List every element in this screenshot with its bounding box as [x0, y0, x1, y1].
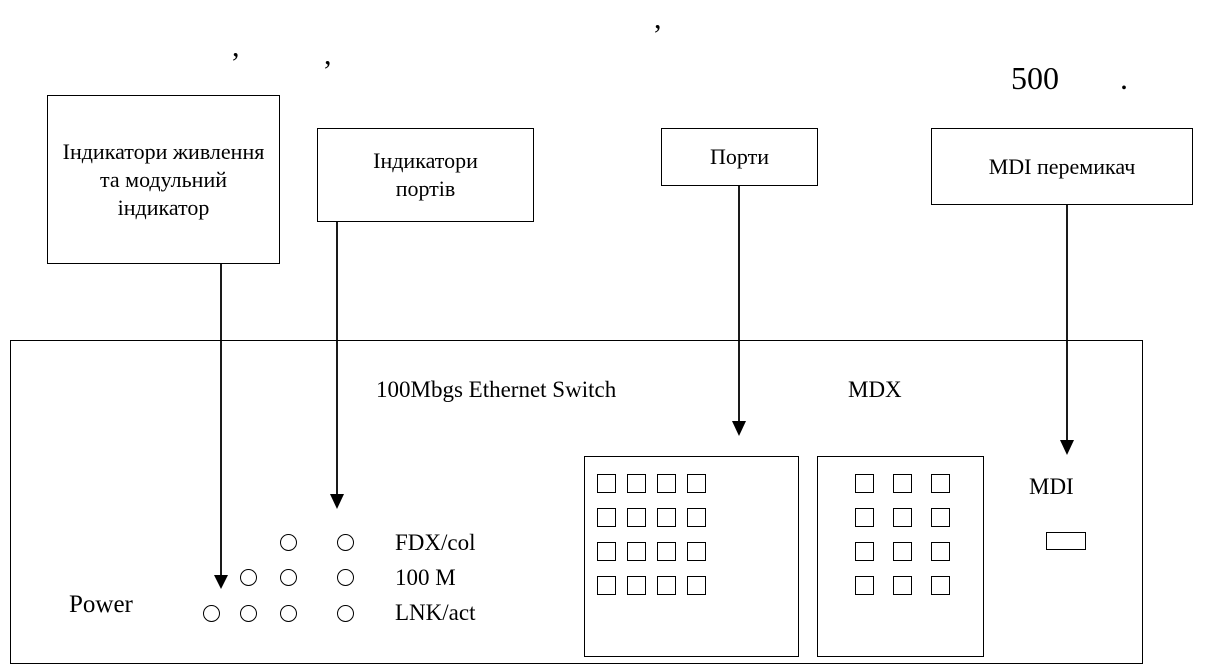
ethernet-port[interactable] — [931, 576, 950, 595]
ethernet-port[interactable] — [657, 576, 676, 595]
ethernet-port[interactable] — [687, 474, 706, 493]
ethernet-port[interactable] — [657, 542, 676, 561]
device-title: 100Mbgs Ethernet Switch — [376, 377, 617, 402]
callout-ports-text: Порти — [710, 144, 769, 169]
ethernet-port[interactable] — [597, 576, 616, 595]
ethernet-port[interactable] — [627, 542, 646, 561]
ethernet-port[interactable] — [931, 542, 950, 561]
callout-power-indicators: Індикатори живлення та модульний індикат… — [47, 95, 280, 264]
ethernet-port[interactable] — [855, 508, 874, 527]
led-power — [203, 605, 220, 622]
port-grid-2 — [855, 474, 950, 595]
ethernet-port[interactable] — [687, 508, 706, 527]
led-row-label-fdx: FDX/col — [395, 530, 476, 555]
callout-mdi-switch-text: MDI перемикач — [988, 153, 1136, 179]
ethernet-port[interactable] — [657, 508, 676, 527]
led-row-label-100m: 100 M — [395, 565, 456, 590]
ethernet-port[interactable] — [893, 542, 912, 561]
port-group-1 — [584, 456, 799, 657]
arrow-port-indicators-head — [330, 494, 344, 509]
ethernet-port[interactable] — [627, 508, 646, 527]
ethernet-port[interactable] — [893, 474, 912, 493]
port-group-2 — [817, 456, 984, 657]
callout-port-indicators: Індикатори портів — [317, 128, 534, 222]
ethernet-port[interactable] — [597, 542, 616, 561]
led-100m — [337, 569, 354, 586]
led-fdx-col — [337, 534, 354, 551]
callout-power-indicators-text: Індикатори живлення та модульний індикат… — [62, 138, 265, 220]
led-row-label-lnk: LNK/act — [395, 600, 476, 625]
callout-ports: Порти — [661, 128, 818, 186]
switch-device-panel — [10, 340, 1143, 664]
power-label: Power — [69, 591, 133, 618]
ethernet-port[interactable] — [597, 474, 616, 493]
header-comma: , — [654, 2, 662, 35]
led-lnk-act — [240, 605, 257, 622]
header-comma: , — [324, 38, 332, 71]
ethernet-port[interactable] — [893, 508, 912, 527]
ethernet-port[interactable] — [687, 542, 706, 561]
led-lnk-act — [280, 605, 297, 622]
callout-mdi-switch: MDI перемикач — [931, 128, 1193, 205]
header-comma: , — [232, 30, 240, 63]
ethernet-port[interactable] — [687, 576, 706, 595]
led-100m — [280, 569, 297, 586]
led-100m — [240, 569, 257, 586]
header-dot: . — [1120, 60, 1128, 96]
mdi-switch-toggle[interactable] — [1046, 532, 1086, 550]
header-number: 500 — [1011, 60, 1059, 96]
ethernet-port[interactable] — [893, 576, 912, 595]
ethernet-port[interactable] — [597, 508, 616, 527]
arrow-power-indicators-head — [214, 575, 228, 589]
ethernet-port[interactable] — [855, 542, 874, 561]
port-grid-1 — [597, 474, 706, 595]
arrow-ports-head — [732, 421, 746, 436]
ethernet-port[interactable] — [855, 576, 874, 595]
mdx-label: MDX — [848, 377, 902, 402]
ethernet-port[interactable] — [627, 576, 646, 595]
arrow-mdi-switch-head — [1060, 440, 1074, 455]
callout-port-indicators-text: Індикатори портів — [373, 148, 478, 201]
ethernet-port[interactable] — [855, 474, 874, 493]
mdi-label: MDI — [1029, 474, 1074, 499]
ethernet-port[interactable] — [931, 474, 950, 493]
led-fdx-col — [280, 534, 297, 551]
ethernet-port[interactable] — [657, 474, 676, 493]
ethernet-port[interactable] — [931, 508, 950, 527]
ethernet-port[interactable] — [627, 474, 646, 493]
led-lnk-act — [337, 605, 354, 622]
